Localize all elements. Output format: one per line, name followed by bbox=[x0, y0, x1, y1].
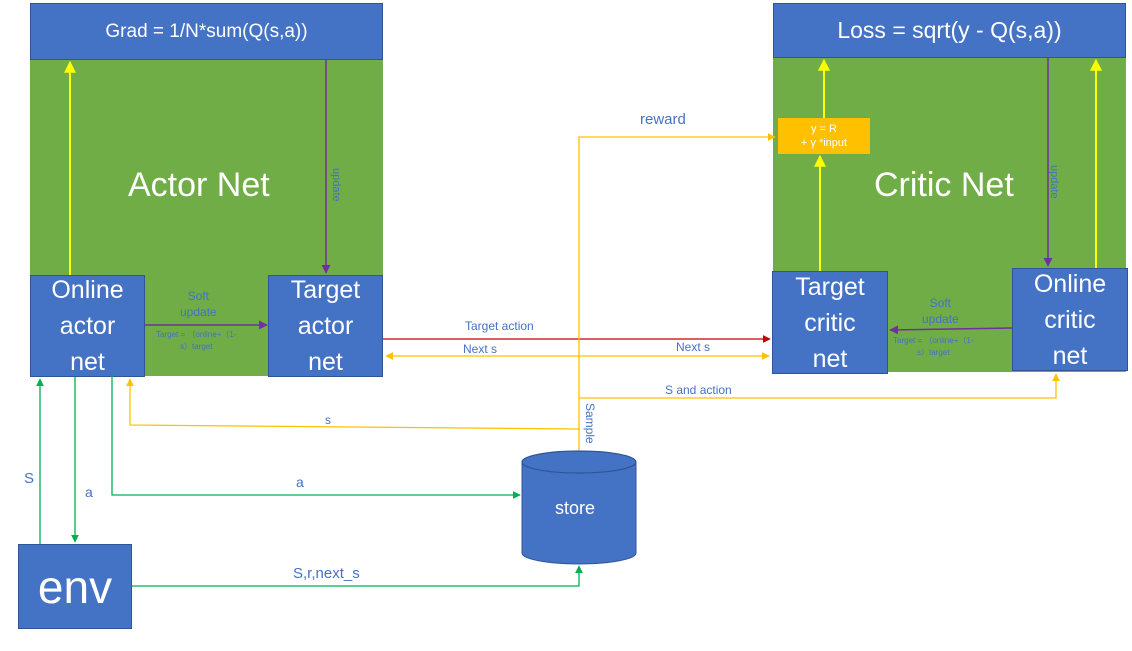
y-target-box-label: y = R + γ *input bbox=[800, 123, 848, 149]
actor-update-label: update bbox=[330, 168, 342, 202]
store-label: store bbox=[555, 498, 596, 518]
actor-target-formula: Target = （online+（1- s）target bbox=[156, 330, 237, 351]
target-critic-net: Target critic net bbox=[772, 271, 888, 374]
online-critic-net: Online critic net bbox=[1012, 268, 1128, 371]
online-critic-net-label: Online critic net bbox=[1033, 269, 1107, 370]
target-critic-net-label: Target critic net bbox=[795, 272, 865, 373]
arrow-a-to-store bbox=[111, 376, 521, 499]
edge-srnext-label: S,r,next_s bbox=[293, 565, 360, 582]
critic-net-title: Critic Net bbox=[874, 166, 1014, 204]
edge-next-s-right-label: Next s bbox=[676, 340, 711, 354]
actor-net-title: Actor Net bbox=[128, 166, 270, 204]
critic-update-label: update bbox=[1048, 165, 1060, 199]
edge-reward-label: reward bbox=[640, 111, 686, 128]
target-actor-net: Target actor net bbox=[268, 275, 383, 377]
target-actor-net-label: Target actor net bbox=[290, 276, 361, 376]
online-actor-net: Online actor net bbox=[30, 275, 145, 377]
edge-s-orange-label: s bbox=[325, 413, 331, 427]
arrow-s-and-action bbox=[579, 373, 1060, 399]
edge-sample-label: Sample bbox=[583, 403, 597, 444]
store-top bbox=[521, 450, 637, 474]
critic-header-text: Loss = sqrt(y - Q(s,a)) bbox=[837, 17, 1062, 43]
edge-next-s-left-label: Next s bbox=[463, 342, 498, 356]
critic-target-formula: Target = （online+（1- s）target bbox=[893, 336, 974, 357]
y-target-box: y = R + γ *input bbox=[778, 118, 870, 154]
env-label: env bbox=[37, 560, 113, 613]
edge-a-env-label: a bbox=[85, 484, 93, 500]
edge-s-and-action-label: S and action bbox=[665, 383, 732, 397]
edge-target-action-label: Target action bbox=[465, 319, 534, 333]
edge-s-env-label: S bbox=[24, 470, 35, 487]
actor-header: Grad = 1/N*sum(Q(s,a)) bbox=[30, 3, 383, 60]
actor-soft-update-label: Soft update bbox=[180, 289, 217, 319]
critic-soft-update-label: Soft update bbox=[922, 296, 959, 326]
env-box: env bbox=[18, 544, 132, 629]
edge-a-store-label: a bbox=[296, 474, 304, 490]
arrow-s-to-online-actor bbox=[126, 378, 580, 430]
critic-header: Loss = sqrt(y - Q(s,a)) bbox=[773, 3, 1126, 58]
online-actor-net-label: Online actor net bbox=[51, 276, 124, 376]
arrow-reward bbox=[578, 133, 776, 450]
actor-header-text: Grad = 1/N*sum(Q(s,a)) bbox=[105, 20, 308, 42]
